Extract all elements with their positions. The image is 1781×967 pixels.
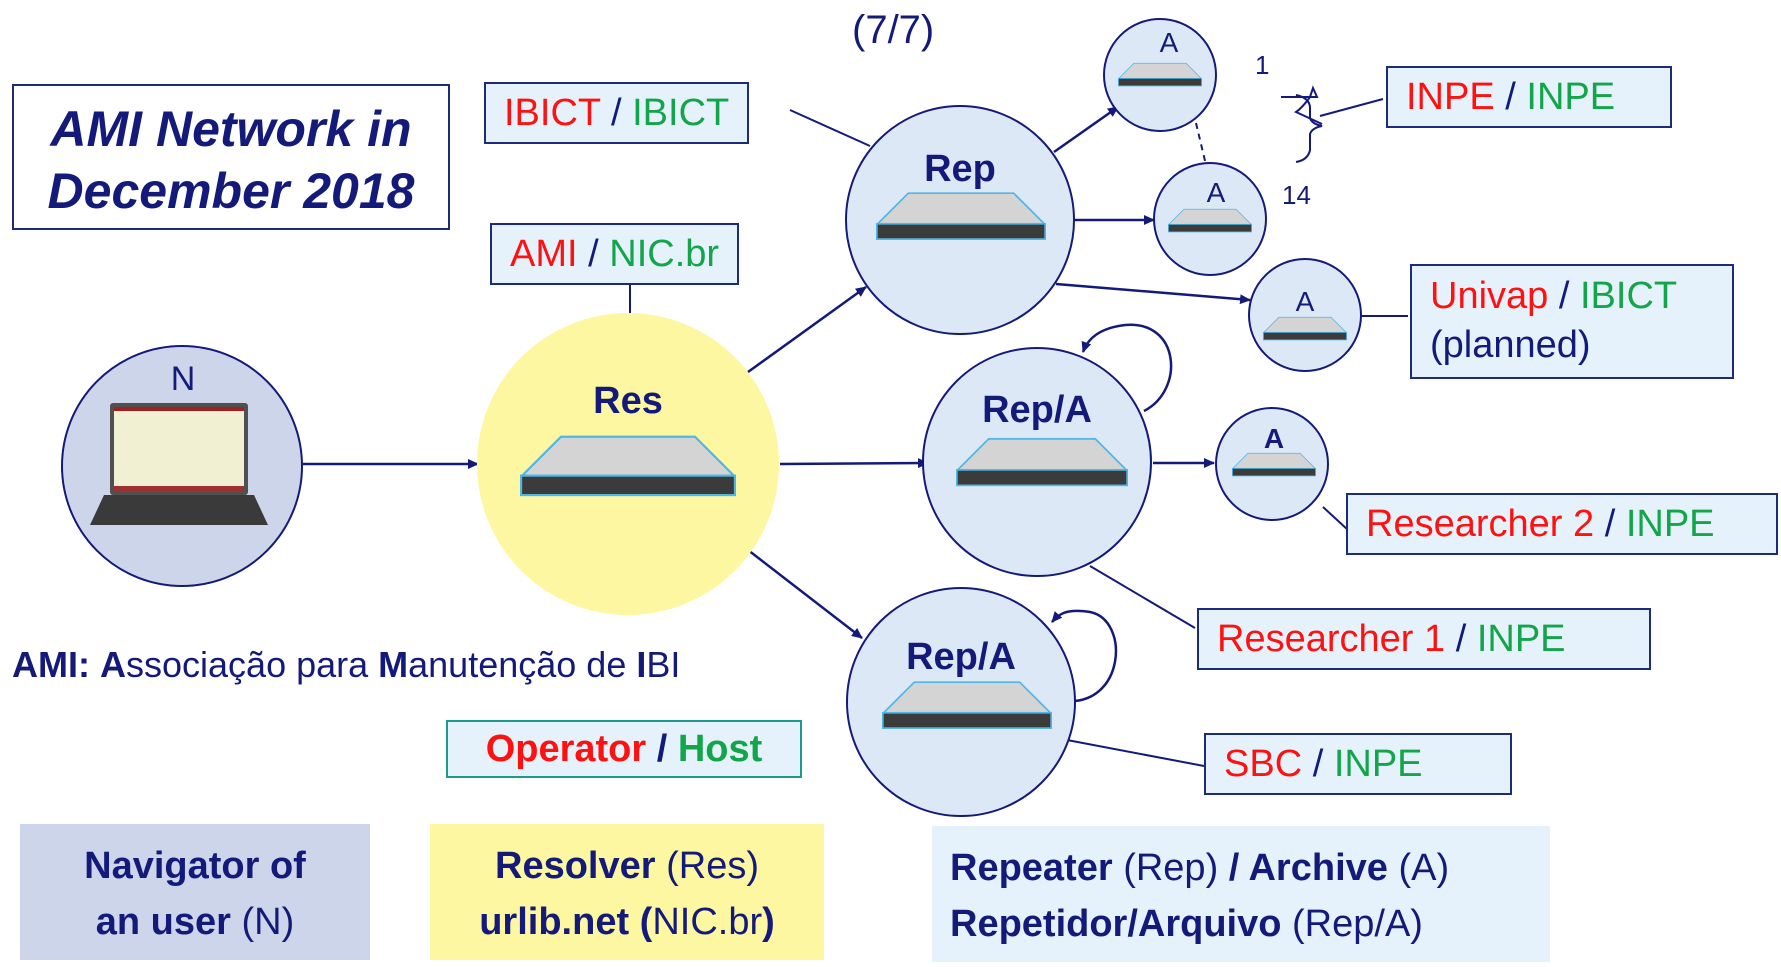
operator-text: IBICT	[504, 92, 601, 134]
archive-legend-abbr: (A)	[1387, 847, 1450, 889]
rep-archive-label-1: Rep/A	[982, 389, 1092, 431]
legend-separator: /	[646, 728, 678, 770]
label-univap: Univap / IBICT (planned)	[1410, 264, 1734, 379]
arrows	[302, 105, 1251, 703]
operator-host-legend: Operator / Host	[446, 720, 802, 778]
host-text: INPE	[1333, 743, 1423, 785]
separator-text: /	[1312, 743, 1324, 785]
operator-text: Univap	[1430, 275, 1549, 317]
range-start-label: 1	[1255, 50, 1269, 80]
acronym-word-2: anutenção de	[408, 644, 637, 685]
operator-text: INPE	[1406, 76, 1495, 118]
resolver-legend-bold: Resolver	[495, 845, 656, 887]
ami-acronym: AMI: Associação para Manutenção de IBI	[12, 644, 680, 686]
legend-host: Host	[677, 728, 763, 770]
archive-letter: A	[1296, 286, 1315, 317]
planned-note: (planned)	[1430, 324, 1591, 367]
legend-operator: Operator	[485, 728, 647, 770]
server-icon	[520, 435, 736, 497]
range-brace	[1295, 94, 1323, 163]
navigator-node: N	[61, 345, 303, 587]
acronym-letter-a: A	[100, 644, 126, 685]
acronym-space	[90, 644, 100, 685]
rep-archive-node-2: Rep/A	[846, 587, 1076, 817]
separator-text: /	[1455, 618, 1467, 660]
server-icon	[1168, 208, 1252, 233]
archive-node-researcher2: A	[1215, 407, 1329, 521]
navigator-legend-abbr: (N)	[230, 901, 295, 943]
operator-text: Researcher 1	[1217, 618, 1446, 660]
resolver-legend-abbr: (Res)	[655, 845, 759, 887]
separator-text: /	[1505, 76, 1516, 118]
label-sbc: SBC / INPE	[1204, 733, 1512, 795]
resolver-legend-url: urlib.net (	[479, 901, 653, 943]
navigator-legend: Navigator of an user (N)	[20, 824, 370, 960]
acronym-key: AMI:	[12, 644, 90, 685]
label-ami: AMI / NIC.br	[490, 223, 740, 285]
repeater-legend-abbr: (Rep)	[1112, 847, 1229, 889]
acronym-letter-i: I	[636, 644, 647, 685]
operator-text: SBC	[1224, 743, 1303, 785]
server-icon	[956, 437, 1128, 487]
title-box: AMI Network in December 2018	[12, 84, 450, 230]
label-researcher2: Researcher 2 / INPE	[1346, 493, 1778, 555]
host-text: INPE	[1526, 76, 1616, 118]
rep-archive-node-1: Rep/A	[922, 347, 1152, 577]
separator-text: /	[1558, 275, 1570, 317]
repetidor-legend-bold: Repetidor/Arquivo	[950, 903, 1282, 945]
label-ibict: IBICT / IBICT	[484, 82, 750, 144]
resolver-legend-host: NIC.br	[652, 901, 763, 943]
repeater-node: Rep	[845, 105, 1075, 335]
acronym-word-1: ssociação para	[126, 644, 379, 685]
acronym-word-3: BI	[646, 644, 681, 685]
acronym-letter-m: M	[378, 644, 409, 685]
server-icon	[1232, 452, 1316, 477]
navigator-legend-bold: an user	[95, 901, 231, 943]
host-text: IBICT	[1579, 275, 1678, 317]
range-end-label: 14	[1282, 180, 1311, 210]
archive-legend-bold: / Archive	[1228, 847, 1388, 889]
operator-text: Researcher 2	[1366, 503, 1595, 545]
separator-text: /	[1604, 503, 1616, 545]
repetidor-legend-abbr: (Rep/A)	[1281, 903, 1423, 945]
navigator-legend-line1: Navigator of	[84, 845, 306, 887]
laptop-icon	[90, 403, 268, 525]
label-inpe: INPE / INPE	[1386, 66, 1672, 128]
operator-text: AMI	[510, 233, 578, 275]
rep-archive-label-2: Rep/A	[906, 636, 1016, 678]
separator-text: /	[588, 233, 599, 275]
host-text: INPE	[1625, 503, 1715, 545]
resolver-legend: Resolver (Res) urlib.net (NIC.br)	[430, 824, 824, 960]
title-line-2: December 2018	[47, 163, 415, 219]
host-text: IBICT	[632, 92, 730, 134]
repeater-label: Rep	[924, 148, 996, 190]
resolver-label: Res	[593, 380, 663, 422]
host-text: INPE	[1476, 618, 1566, 660]
page-number: (7/7)	[852, 8, 935, 52]
archive-letter: A	[1264, 423, 1284, 454]
repeater-legend: Repeater (Rep) / Archive (A) Repetidor/A…	[932, 826, 1550, 962]
title-line-1: AMI Network in	[50, 101, 412, 157]
server-icon	[1263, 316, 1347, 341]
navigator-letter: N	[171, 360, 196, 398]
archive-node-mid: A	[1153, 162, 1267, 276]
repeater-legend-bold: Repeater	[950, 847, 1113, 889]
archive-node-top: A	[1103, 18, 1217, 132]
server-icon	[1118, 62, 1202, 87]
connector-lines	[629, 85, 1408, 767]
resolver-legend-close: )	[762, 901, 775, 943]
separator-text: /	[611, 92, 622, 134]
host-text: NIC.br	[609, 233, 720, 275]
label-researcher1: Researcher 1 / INPE	[1197, 608, 1651, 670]
archive-node-univap: A	[1248, 258, 1362, 372]
archive-letter: A	[1207, 177, 1226, 208]
server-icon	[882, 681, 1052, 730]
server-icon	[876, 192, 1046, 241]
resolver-node: Res	[477, 313, 779, 615]
archive-letter: A	[1160, 27, 1179, 58]
